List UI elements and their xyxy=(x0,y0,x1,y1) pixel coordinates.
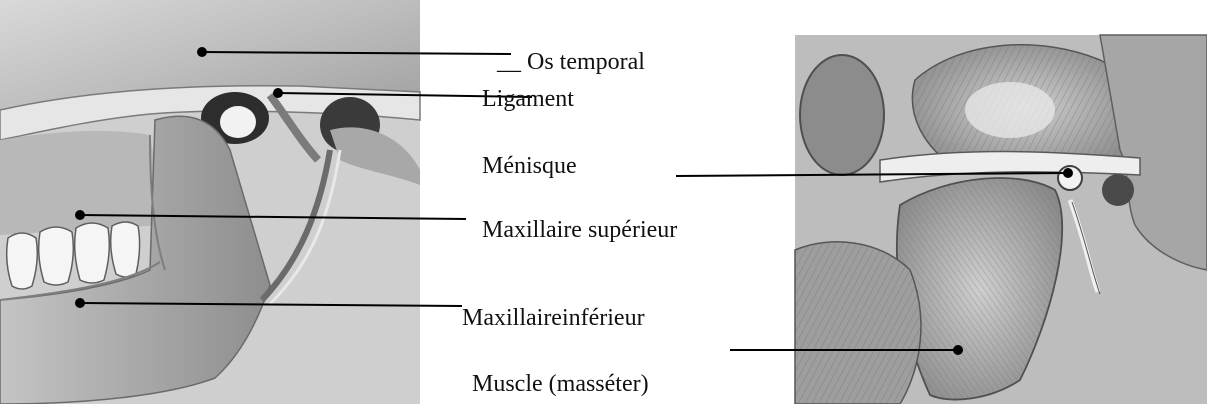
label-maxillaire-inferieur: Maxillaireinférieur xyxy=(462,306,645,330)
label-muscle-masseter: Muscle (masséter) xyxy=(472,372,649,396)
label-menisque: Ménisque xyxy=(482,154,577,178)
label-os-temporal: __ Os temporal xyxy=(497,50,645,74)
label-maxillaire-superieur: Maxillaire supérieur xyxy=(482,218,677,242)
left-skull-illustration xyxy=(0,0,420,404)
right-muscle-illustration xyxy=(795,35,1207,404)
label-ligament: Ligament xyxy=(482,87,574,111)
